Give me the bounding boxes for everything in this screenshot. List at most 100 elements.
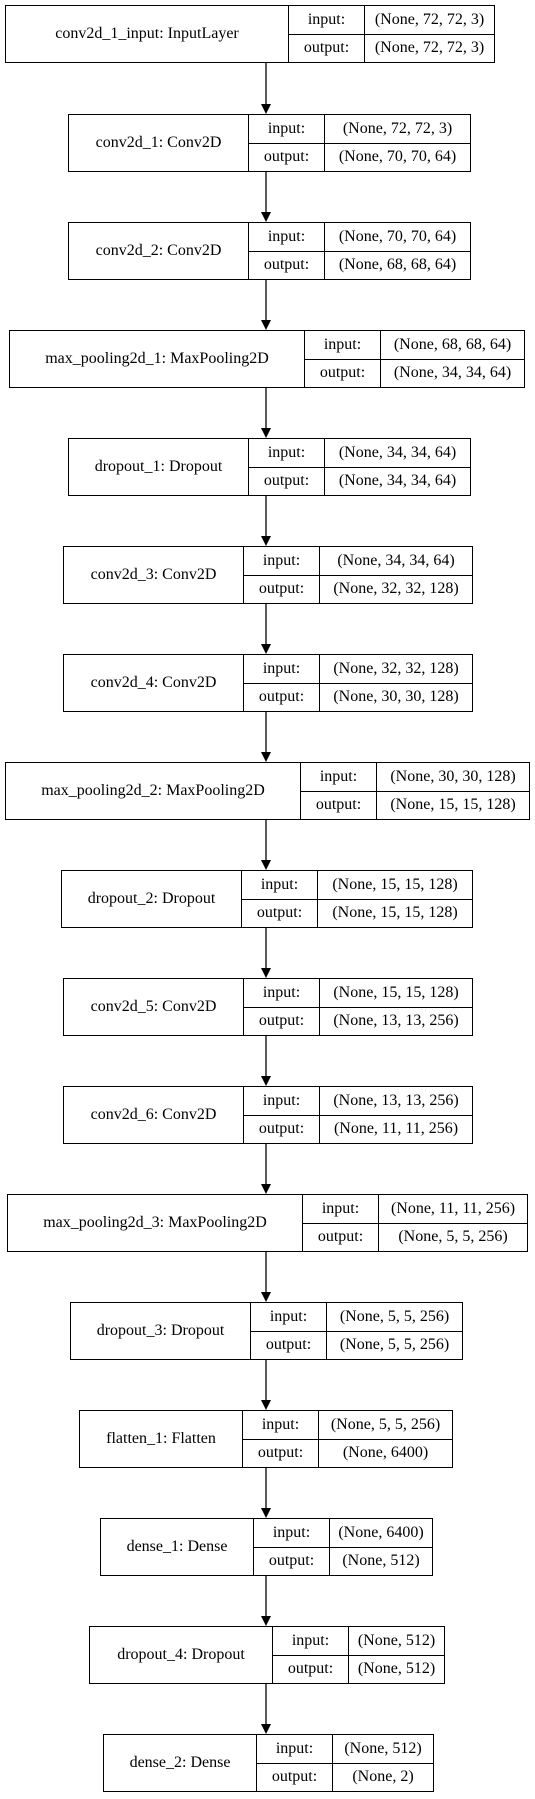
output-shape: (None, 5, 5, 256): [339, 1336, 450, 1354]
shape-values: (None, 5, 5, 256)(None, 6400): [319, 1411, 452, 1467]
layer-name: conv2d_4: Conv2D: [64, 655, 244, 711]
port-labels: input: output:: [244, 979, 320, 1035]
input-shape: (None, 32, 32, 128): [320, 655, 472, 684]
shape-values: (None, 15, 15, 128) (None, 13, 13, 256): [320, 979, 472, 1035]
output-port-label: output:: [303, 39, 350, 57]
input-port-label: input:: [273, 1627, 348, 1656]
port-labels: input:output:: [243, 1411, 319, 1467]
input-shape: (None, 72, 72, 3): [365, 6, 494, 35]
edge-arrowhead: [261, 536, 271, 546]
input-port-label: input:: [303, 1195, 378, 1224]
port-labels: input: output:: [305, 331, 381, 387]
layer-name: conv2d_1: Conv2D: [69, 115, 249, 171]
port-labels: input: output:: [251, 1303, 327, 1359]
shape-values: (None, 34, 34, 64)(None, 34, 34, 64): [325, 439, 470, 495]
edge-arrowhead: [261, 860, 271, 870]
input-shape: (None, 512): [333, 1735, 433, 1764]
output-port-label: output:: [256, 904, 303, 922]
output-port-label: output:: [271, 1768, 318, 1786]
output-port-label: output:: [258, 1012, 305, 1030]
edge-arrowhead: [261, 1400, 271, 1410]
output-port-label: output:: [257, 1444, 304, 1462]
input-shape: (None, 5, 5, 256): [327, 1303, 462, 1332]
layer-name: max_pooling2d_3: MaxPooling2D: [8, 1195, 303, 1251]
input-port-label: input:: [289, 6, 364, 35]
output-port-label: output:: [265, 1336, 312, 1354]
input-port-label: input:: [254, 1519, 329, 1548]
input-shape: (None, 34, 34, 64): [320, 547, 472, 576]
output-shape: (None, 13, 13, 256): [333, 1012, 459, 1030]
output-shape: (None, 30, 30, 128): [333, 688, 459, 706]
shape-values: (None, 512) (None, 512): [349, 1627, 444, 1683]
input-shape: (None, 15, 15, 128): [320, 979, 472, 1008]
output-shape: (None, 34, 34, 64): [393, 364, 512, 382]
port-labels: input: output:: [289, 6, 365, 62]
output-port-label: output:: [263, 472, 310, 490]
layer-name: dropout_4: Dropout: [90, 1627, 273, 1683]
shape-values: (None, 11, 11, 256) (None, 5, 5, 256): [379, 1195, 527, 1251]
output-port-label: output:: [258, 1120, 305, 1138]
shape-values: (None, 68, 68, 64) (None, 34, 34, 64): [381, 331, 524, 387]
output-shape: (None, 32, 32, 128): [333, 580, 459, 598]
layer-name: dense_1: Dense: [101, 1519, 254, 1575]
edge-arrowhead: [261, 428, 271, 438]
edge-arrowhead: [261, 1508, 271, 1518]
output-shape: (None, 5, 5, 256): [398, 1228, 508, 1246]
layer-name: conv2d_6: Conv2D: [64, 1087, 244, 1143]
output-shape: (None, 512): [357, 1660, 436, 1678]
input-shape: (None, 512): [349, 1627, 444, 1656]
input-port-label: input:: [244, 979, 319, 1008]
input-port-label: input:: [257, 1735, 332, 1764]
input-port-label: input:: [244, 1087, 319, 1116]
output-port-label: output:: [263, 256, 310, 274]
output-shape: (None, 2): [352, 1768, 414, 1786]
edge-arrowhead: [261, 644, 271, 654]
shape-values: (None, 15, 15, 128)(None, 15, 15, 128): [318, 871, 472, 927]
layer-name: conv2d_1_input: InputLayer: [6, 6, 289, 62]
input-shape: (None, 72, 72, 3): [325, 115, 470, 144]
input-port-label: input:: [301, 763, 376, 792]
output-port-label: output:: [317, 1228, 364, 1246]
port-labels: input: output:: [249, 439, 325, 495]
edge-arrowhead: [261, 1076, 271, 1086]
shape-values: (None, 30, 30, 128)(None, 15, 15, 128): [377, 763, 529, 819]
input-port-label: input:: [305, 331, 380, 360]
input-port-label: input:: [249, 115, 324, 144]
input-shape: (None, 11, 11, 256): [379, 1195, 527, 1224]
edge-arrowhead: [261, 1724, 271, 1734]
output-port-label: output:: [263, 148, 310, 166]
layer-name: dropout_1: Dropout: [69, 439, 249, 495]
input-port-label: input:: [251, 1303, 326, 1332]
port-labels: input:output:: [254, 1519, 330, 1575]
port-labels: input:output:: [244, 655, 320, 711]
edge-arrowhead: [261, 1184, 271, 1194]
shape-values: (None, 70, 70, 64)(None, 68, 68, 64): [325, 223, 470, 279]
edge-arrowhead: [261, 1616, 271, 1626]
output-port-label: output:: [258, 688, 305, 706]
layer-name: max_pooling2d_1: MaxPooling2D: [10, 331, 305, 387]
shape-values: (None, 72, 72, 3)(None, 72, 72, 3): [365, 6, 494, 62]
port-labels: input: output:: [303, 1195, 379, 1251]
layer-name: conv2d_3: Conv2D: [64, 547, 244, 603]
input-port-label: input:: [242, 871, 317, 900]
output-port-label: output:: [319, 364, 366, 382]
shape-values: (None, 72, 72, 3)(None, 70, 70, 64): [325, 115, 470, 171]
edge-arrowhead: [261, 104, 271, 114]
input-shape: (None, 68, 68, 64): [381, 331, 524, 360]
shape-values: (None, 5, 5, 256) (None, 5, 5, 256): [327, 1303, 462, 1359]
input-shape: (None, 6400): [330, 1519, 432, 1548]
shape-values: (None, 13, 13, 256)(None, 11, 11, 256): [320, 1087, 472, 1143]
input-port-label: input:: [249, 439, 324, 468]
